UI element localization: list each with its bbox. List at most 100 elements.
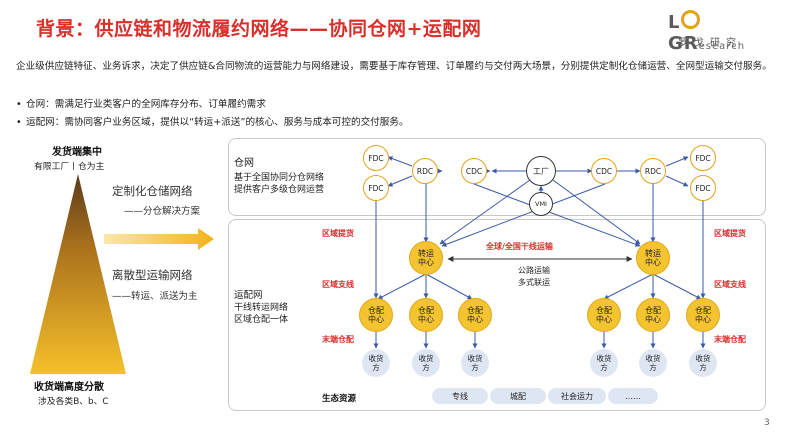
warehouse-network-sub: ——分仓解决方案 [124, 206, 201, 217]
receiver-label-top: 收货 [368, 354, 384, 363]
intro-paragraph: 企业级供应链特征、业务诉求，决定了供应链&合同物流的运营能力与网络建设，需要基于… [16, 61, 772, 72]
hub-label-bottom: 中心 [645, 258, 661, 267]
receiver-label-top: 收货 [418, 354, 434, 363]
transfer-hub-node: 转运中心 [636, 241, 670, 275]
logo: LGResearch 罗戈研究 [668, 10, 768, 54]
receiver-label-bottom: 方 [699, 363, 707, 372]
rdc-node: RDC [640, 158, 666, 184]
wd-center-node: 仓配中心 [409, 298, 443, 332]
bullet-text: 运配网：需协同客户业务区域，提供以“转运+派送”的核心、服务与成本可控的交付服务… [26, 117, 409, 128]
wd-label-top: 仓配 [467, 306, 483, 315]
vmi-node: VMI [529, 192, 553, 216]
road-transport-label: 公路运输 [518, 266, 550, 275]
region-pickup-label-right: 区域提货 [714, 229, 746, 238]
last-mile-label-left: 末端仓配 [322, 335, 354, 344]
wd-center-node: 仓配中心 [686, 298, 720, 332]
receiver-label-bottom: 方 [471, 363, 479, 372]
wd-center-node: 仓配中心 [587, 298, 621, 332]
wd-label-bottom: 中心 [467, 315, 483, 324]
fdc-node: FDC [363, 145, 389, 171]
receiver-node: 收货方 [639, 349, 667, 377]
cdc-node: CDC [461, 158, 487, 184]
fdc-node: FDC [363, 175, 389, 201]
fdc-node: FDC [690, 175, 716, 201]
pyramid-top-label: 发货端集中 [52, 147, 102, 158]
cdc-node: CDC [591, 158, 617, 184]
eco-pill: 城配 [490, 388, 546, 404]
wd-label-top: 仓配 [418, 306, 434, 315]
bullet-item: • 运配网：需协同客户业务区域，提供以“转运+派送”的核心、服务与成本可控的交付服… [16, 114, 409, 128]
receiver-label-bottom: 方 [649, 363, 657, 372]
wd-label-top: 仓配 [645, 306, 661, 315]
wd-label-bottom: 中心 [418, 315, 434, 324]
logo-letter-g: G [668, 33, 684, 54]
warehouse-panel-line1: 基于全国协同分仓网络 [234, 173, 325, 183]
receiver-label-bottom: 方 [600, 363, 608, 372]
warehouse-panel-line2: 提供客户多级仓网运营 [234, 185, 325, 195]
multimodal-label: 多式联运 [518, 278, 550, 287]
wd-label-bottom: 中心 [645, 315, 661, 324]
eco-pill: …… [608, 388, 658, 404]
transport-network-panel [228, 219, 766, 411]
last-mile-label-right: 末端仓配 [714, 335, 746, 344]
receiver-node: 收货方 [362, 349, 390, 377]
bullet-item: • 仓网：需满足行业类客户的全网库存分布、订单履约需求 [16, 96, 266, 110]
receiver-node: 收货方 [590, 349, 618, 377]
logo-chinese: 罗戈研究 [678, 38, 742, 49]
bullet-dot: • [16, 117, 22, 128]
wd-label-top: 仓配 [695, 306, 711, 315]
transfer-hub-node: 转运中心 [409, 241, 443, 275]
receiver-label-bottom: 方 [422, 363, 430, 372]
pyramid-bottom-sub: 涉及各类B、b、C [38, 397, 109, 407]
region-pickup-label-left: 区域提货 [322, 229, 354, 238]
pyramid-bottom-label: 收货端高度分散 [34, 382, 104, 393]
transport-panel-name: 运配网 [234, 290, 263, 301]
logo-sub: esearch [698, 41, 746, 52]
rdc-node: RDC [412, 158, 438, 184]
eco-pill: 专线 [432, 388, 488, 404]
receiver-label-bottom: 方 [372, 363, 380, 372]
pyramid-top-sub: 有限工厂丨仓为主 [34, 162, 105, 172]
bullet-dot: • [16, 99, 22, 110]
logo-letter-l: L [668, 12, 681, 33]
transport-network-title: 离散型运输网络 [112, 268, 193, 282]
wd-center-node: 仓配中心 [458, 298, 492, 332]
hub-label-bottom: 中心 [418, 258, 434, 267]
wd-label-top: 仓配 [368, 306, 384, 315]
wd-center-node: 仓配中心 [636, 298, 670, 332]
region-branch-label-left: 区域支线 [322, 280, 354, 289]
wd-center-node: 仓配中心 [359, 298, 393, 332]
page-number: 3 [764, 418, 770, 428]
transport-panel-line1: 干线转运网络 [234, 303, 289, 313]
pyramid-shape [30, 174, 126, 374]
receiver-label-top: 收货 [645, 354, 661, 363]
logo-wordmark: LGResearch [668, 10, 768, 54]
page-title: 背景：供应链和物流履约网络——协同仓网+运配网 [36, 18, 482, 40]
receiver-label-top: 收货 [695, 354, 711, 363]
transport-panel-line2: 区域仓配一体 [234, 315, 289, 325]
fdc-node: FDC [690, 145, 716, 171]
region-branch-label-right: 区域支线 [714, 280, 746, 289]
receiver-label-top: 收货 [596, 354, 612, 363]
right-arrow-icon [104, 228, 214, 250]
logo-ring-icon [681, 10, 701, 29]
receiver-label-top: 收货 [467, 354, 483, 363]
receiver-node: 收货方 [461, 349, 489, 377]
bullet-text: 仓网：需满足行业类客户的全网库存分布、订单履约需求 [26, 99, 266, 110]
plant-node: 工厂 [526, 156, 556, 186]
receiver-node: 收货方 [412, 349, 440, 377]
wd-label-bottom: 中心 [368, 315, 384, 324]
wd-label-bottom: 中心 [695, 315, 711, 324]
receiver-node: 收货方 [689, 349, 717, 377]
warehouse-network-title: 定制化仓储网络 [112, 184, 193, 198]
wd-label-top: 仓配 [596, 306, 612, 315]
warehouse-panel-name: 仓网 [234, 158, 254, 169]
hub-label-top: 转运 [418, 249, 434, 258]
hub-label-top: 转运 [645, 249, 661, 258]
wd-label-bottom: 中心 [596, 315, 612, 324]
eco-pill: 社会运力 [548, 388, 606, 404]
national-trunk-label: 全球/全国干线运输 [486, 242, 553, 251]
transport-network-sub: ——转运、派送为主 [112, 291, 198, 302]
eco-resources-label: 生态资源 [322, 394, 357, 404]
